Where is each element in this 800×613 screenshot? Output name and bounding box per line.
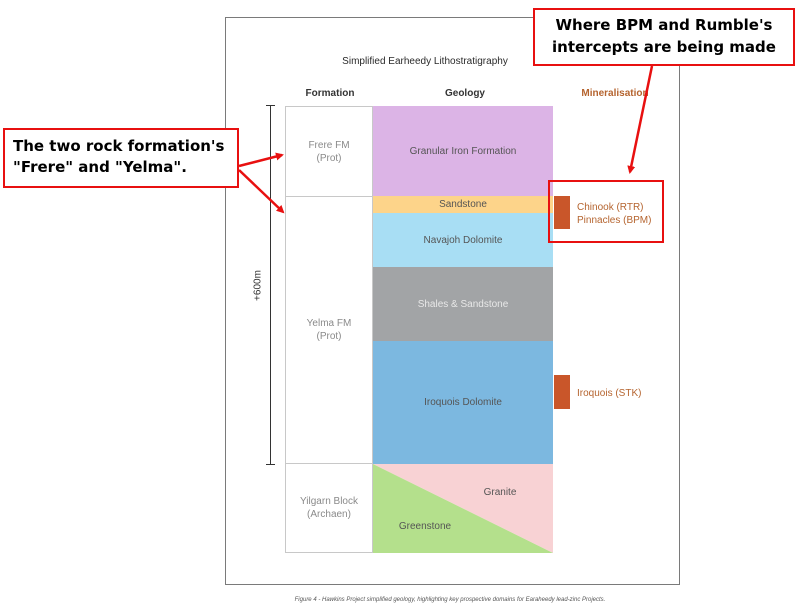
figure-title: Simplified Earheedy Lithostratigraphy bbox=[342, 56, 508, 67]
figure-caption: Figure 4 - Hawkins Project simplified ge… bbox=[294, 597, 606, 603]
mineral-highlight-box bbox=[548, 180, 664, 243]
mineral-bar-iroquois bbox=[554, 375, 570, 409]
arrow-to-frere bbox=[238, 152, 284, 168]
header-mineralisation: Mineralisation bbox=[581, 88, 649, 99]
geology-navajoh-dolomite: Navajoh Dolomite bbox=[373, 213, 553, 267]
scale-bar-bottom-tick bbox=[266, 464, 275, 465]
header-formation: Formation bbox=[305, 88, 355, 99]
geology-greenstone: Greenstone bbox=[398, 520, 452, 532]
arrow-to-mineral bbox=[627, 65, 654, 174]
formation-frere-name: Frere FM bbox=[308, 139, 350, 151]
callout-formations-line-2: "Frere" and "Yelma". bbox=[13, 158, 187, 176]
mineral-pinnacles: Pinnacles (BPM) bbox=[577, 215, 652, 226]
formation-frere-age: (Prot) bbox=[316, 152, 342, 164]
geology-iroquois-dolomite: Iroquois Dolomite bbox=[373, 341, 553, 464]
callout-formations: The two rock formation's "Frere" and "Ye… bbox=[3, 128, 239, 188]
geology-granular-iron: Granular Iron Formation bbox=[373, 106, 553, 196]
callout-formations-line-1: The two rock formation's bbox=[13, 137, 225, 155]
geology-sandstone: Sandstone bbox=[373, 196, 553, 213]
mineral-iroquois: Iroquois (STK) bbox=[577, 388, 642, 399]
formation-yilgarn-age: (Archaen) bbox=[307, 509, 351, 520]
scale-bar-line bbox=[270, 105, 271, 465]
formation-yelma-age: (Prot) bbox=[316, 331, 342, 342]
mineral-bar-chinook bbox=[554, 196, 570, 229]
header-geology: Geology bbox=[444, 88, 485, 99]
scale-bar-top-tick bbox=[266, 105, 275, 106]
callout-intercepts-line-2: intercepts are being made bbox=[552, 38, 776, 56]
callout-intercepts: Where BPM and Rumble's intercepts are be… bbox=[533, 8, 795, 66]
geology-shales-sandstone: Shales & Sandstone bbox=[373, 267, 553, 341]
formation-frere: Frere FM (Prot) bbox=[285, 106, 373, 197]
formation-yilgarn-name: Yilgarn Block bbox=[300, 496, 358, 507]
formation-yelma-name: Yelma FM bbox=[306, 318, 352, 329]
greenstone-shape bbox=[373, 464, 553, 553]
mineral-chinook: Chinook (RTR) bbox=[577, 202, 644, 213]
arrow-to-yelma bbox=[238, 169, 285, 214]
geology-granite: Granite bbox=[483, 486, 517, 498]
callout-intercepts-line-1: Where BPM and Rumble's bbox=[555, 16, 773, 34]
formation-yilgarn: Yilgarn Block (Archaen) bbox=[285, 463, 373, 553]
formation-yelma: Yelma FM (Prot) bbox=[285, 196, 373, 464]
